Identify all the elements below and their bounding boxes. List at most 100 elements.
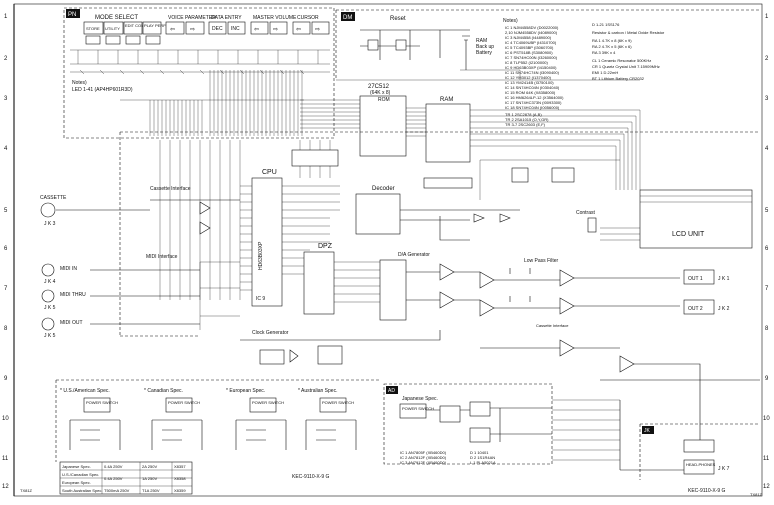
power-switch-eu xyxy=(249,397,277,413)
out1-jack xyxy=(683,269,715,285)
row-label: 8 xyxy=(4,326,8,332)
table-cell: T1A 250V xyxy=(142,488,160,493)
sheet-border xyxy=(13,3,763,497)
dm-main-board: DM Reset RAM Back up Battery 27C512 (64K… xyxy=(40,9,760,440)
jack-id: J K 2 xyxy=(718,306,730,312)
contrast-label: Contrast xyxy=(576,210,596,216)
table-cell: 1A 250V xyxy=(142,476,157,481)
notes-title: Notes) xyxy=(503,18,518,24)
reset-label: Reset xyxy=(390,16,406,22)
row-label: 3 xyxy=(4,96,8,102)
note-line: TR 1 2SC2878 (A,B) xyxy=(505,112,542,117)
cpu-chip xyxy=(251,177,283,307)
cassette-interface-label: Cassette Interface xyxy=(150,186,191,192)
note-line: IC 7 SN74HC00N (I3260000) xyxy=(505,55,558,60)
row-label: 9 xyxy=(765,376,769,382)
note-line: TR 2 2SA1015 (O,Y,GR) xyxy=(505,117,549,122)
note-line: Resistor & carbon / Metal Oxide Resistor xyxy=(592,30,665,35)
note-line: IC 4 TC4069UBP (I4310700) xyxy=(505,40,557,45)
midi-in-label: MIDI IN xyxy=(60,266,77,272)
out2-label: OUT 2 xyxy=(688,306,703,312)
note-line: 2,10 NJM4558DV (I4089000) xyxy=(505,30,558,35)
row-label: 7 xyxy=(765,286,769,292)
ad-ic-line: L 1 PLA5021A xyxy=(470,460,496,465)
jack-id: J K 1 xyxy=(718,276,730,282)
da-chip xyxy=(379,259,407,321)
play-perform-button xyxy=(142,21,162,35)
table-header: U.S./Canadian Spec. xyxy=(62,472,99,477)
note-line: CL 1 Ceramic Resonator 500KHz xyxy=(592,58,651,63)
row-label: 9 xyxy=(4,376,8,382)
table-cell: 0.4A 250V xyxy=(104,464,123,469)
store-label: STORE xyxy=(86,26,100,31)
jack-id: J K 3 xyxy=(44,221,56,227)
australian-spec-label: * Australian Spec. xyxy=(298,388,337,394)
table-cell: X8359 xyxy=(174,488,186,493)
data-entry-label: DATA ENTRY xyxy=(211,15,242,21)
row-label: 12 xyxy=(2,484,9,490)
clock-generator-label: Clock Generator xyxy=(252,330,289,336)
note-line: IC 17 SN74HC373N (I0093300) xyxy=(505,100,562,105)
decoder-label: Decoder xyxy=(372,186,395,192)
note-line: IC 18 SN74HC04N (I0056000) xyxy=(505,105,560,110)
power-switch-label: POWER SWITCH xyxy=(86,400,118,405)
cursor-right-button xyxy=(311,21,330,35)
pn-notes-title: Notes) xyxy=(72,80,87,86)
ad-ic-line: D 1 10401 xyxy=(470,450,489,455)
da-generator-label: D/A Generator xyxy=(398,252,430,258)
inc-button xyxy=(227,21,246,35)
ad-ic-line: IC 2 AN7812F (XB460D0) xyxy=(400,455,447,460)
power-switch-jp xyxy=(399,403,427,419)
note-line: IC 1 NJM4558DV (D0022000) xyxy=(505,25,559,30)
note-line: RA 1 4.7K x 8 (6K x 9) xyxy=(592,38,632,43)
vol-down-button xyxy=(250,21,269,35)
headphones-label: HEAD-PHONES xyxy=(686,462,716,467)
power-switch-au xyxy=(319,397,347,413)
note-line: IC 13 YM2414B (I3750100) xyxy=(505,80,554,85)
ram-backup-label: RAM xyxy=(476,38,487,44)
utility-label: UTILITY xyxy=(105,26,120,31)
row-numbers-left: 1 2 3 4 5 6 7 8 9 10 11 12 xyxy=(2,14,9,490)
ram-chip xyxy=(425,103,471,163)
note-line: IC 11 SN74HC74N (I3090400) xyxy=(505,70,560,75)
inc-label: INC xyxy=(231,26,240,32)
ram-backup-label: Back up xyxy=(476,44,494,50)
table-header: European Spec. xyxy=(62,480,91,485)
rom-size-label: (64K x 8) xyxy=(370,90,391,96)
ic6-reset xyxy=(367,39,379,51)
cassette-label: CASSETTE xyxy=(40,195,67,201)
midi-thru-jack-icon xyxy=(41,289,55,303)
note-line: BT 1 Lithium Battery CR2032 xyxy=(592,76,645,81)
cursor-left-button xyxy=(292,21,311,35)
row-label: 6 xyxy=(4,246,8,252)
contrast-pot xyxy=(587,217,597,233)
row-label: 7 xyxy=(4,286,8,292)
jack-id: J K 7 xyxy=(718,466,730,472)
footer-code-left: TX81Z xyxy=(20,488,33,493)
rom-part-label: 27C512 xyxy=(368,84,390,90)
voice-parameter-label: VOICE PARAMETER xyxy=(168,15,216,21)
param-right-button xyxy=(185,21,205,35)
row-label: 4 xyxy=(765,146,769,152)
ad-power-section: AD Japanese Spec. POWER SWITCH IC 1 AN78… xyxy=(383,383,700,471)
ad-ic-line: IC 3 AN7912F (XB460D0) xyxy=(400,460,447,465)
row-label: 1 xyxy=(765,14,769,20)
pn-tag: PN xyxy=(68,12,76,18)
right-arrow-icon: ⇨ xyxy=(315,27,320,33)
play-perform-label: PLAY PERFORM xyxy=(144,23,175,28)
note-line: RA 3 39K x 4 xyxy=(592,50,616,55)
row-numbers-right: 1 2 3 4 5 6 7 8 9 10 11 12 xyxy=(763,14,770,490)
row-label: 11 xyxy=(763,456,770,462)
table-cell: T500mA 250V xyxy=(104,488,130,493)
cpu-label: CPU xyxy=(262,169,277,176)
rom-chip xyxy=(359,95,407,157)
pn-panel-section: PN MODE SELECT VOICE PARAMETER DATA ENTR… xyxy=(63,7,335,139)
note-line: IC 9 HD63B03XP (I4150400) xyxy=(505,65,557,70)
utility-button xyxy=(103,21,124,35)
vol-up-button xyxy=(269,21,288,35)
store-button xyxy=(83,21,104,35)
jack-id: J K 5 xyxy=(44,305,56,311)
table-cell: X8358 xyxy=(174,476,186,481)
